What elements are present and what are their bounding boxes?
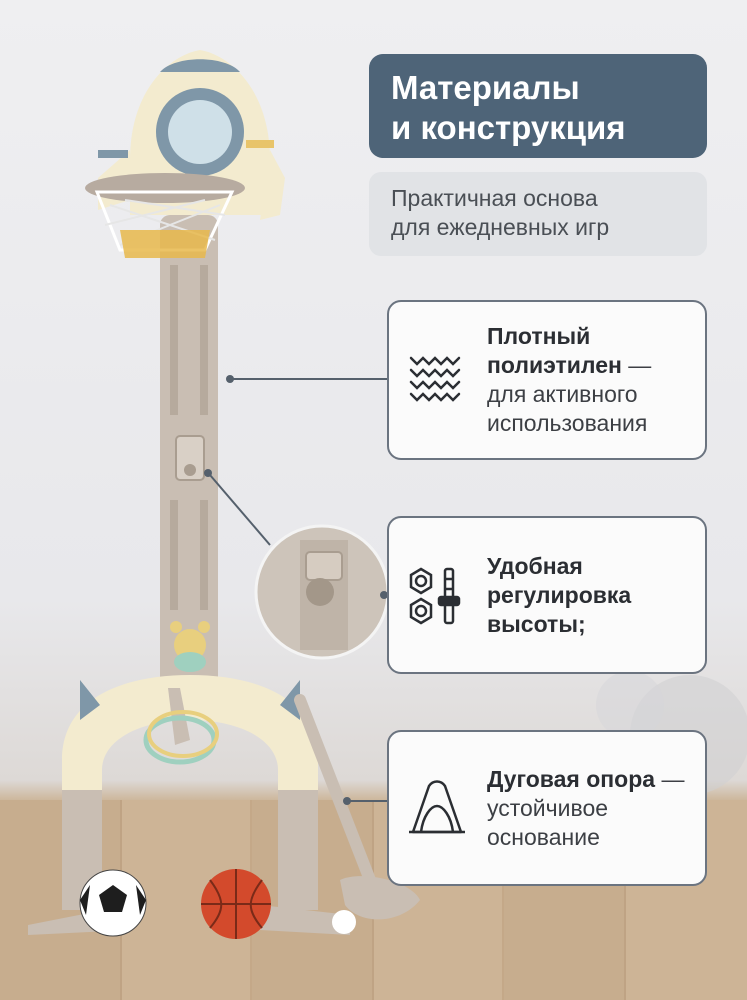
feature-3-line-3: основание <box>487 823 600 850</box>
title-line-2: и конструкция <box>391 109 626 146</box>
feature-1-line-2-rest: — <box>621 352 652 378</box>
feature-text-polyethylene: Плотный полиэтилен — для активного испол… <box>487 322 651 438</box>
feature-3-line-2: устойчивое <box>487 794 609 821</box>
feature-card-arch-support: Дуговая опора — устойчивое основание <box>387 730 707 886</box>
feature-1-line-1: Плотный <box>487 323 591 349</box>
subtitle-banner: Практичная основа для ежедневных игр <box>369 172 707 256</box>
feature-2-line-1: Удобная <box>487 552 583 579</box>
feature-2-line-3: высоты; <box>487 610 586 637</box>
feature-text-arch-support: Дуговая опора — устойчивое основание <box>487 765 684 852</box>
title-banner: Материалы и конструкция <box>369 54 707 158</box>
golf-club <box>294 694 376 886</box>
arch-base <box>62 675 318 790</box>
subtitle-line-1: Практичная основа <box>391 185 598 211</box>
blurred-ball-right-small <box>596 671 664 739</box>
feature-1-line-2-bold: полиэтилен <box>487 352 622 378</box>
right-leg <box>278 790 318 910</box>
feature-1-line-3: для активного <box>487 381 638 407</box>
feature-text-height-adjust: Удобная регулировка высоты; <box>487 552 631 639</box>
feature-2-line-2: регулировка <box>487 581 632 608</box>
connector-dot-1 <box>226 375 234 383</box>
dense-mesh-icon <box>409 356 461 402</box>
connector-dot-3 <box>343 797 351 805</box>
feature-1-line-4: использования <box>487 410 648 436</box>
feature-card-polyethylene: Плотный полиэтилен — для активного испол… <box>387 300 707 460</box>
subtitle-line-2: для ежедневных игр <box>391 214 610 240</box>
feature-3-line-1-rest: — <box>655 765 685 792</box>
arch-support-icon <box>409 780 465 834</box>
hoop-rim <box>85 173 245 203</box>
connector-line-1 <box>232 378 387 380</box>
height-clip <box>175 435 205 481</box>
connector-line-3 <box>349 800 387 802</box>
golf-ball <box>332 910 356 934</box>
nuts-and-adjuster-icon <box>409 567 461 625</box>
bear-toy <box>174 629 206 661</box>
feature-card-height-adjust: Удобная регулировка высоты; <box>387 516 707 674</box>
title-line-1: Материалы <box>391 69 580 106</box>
feature-3-line-1-bold: Дуговая опора <box>487 765 656 792</box>
